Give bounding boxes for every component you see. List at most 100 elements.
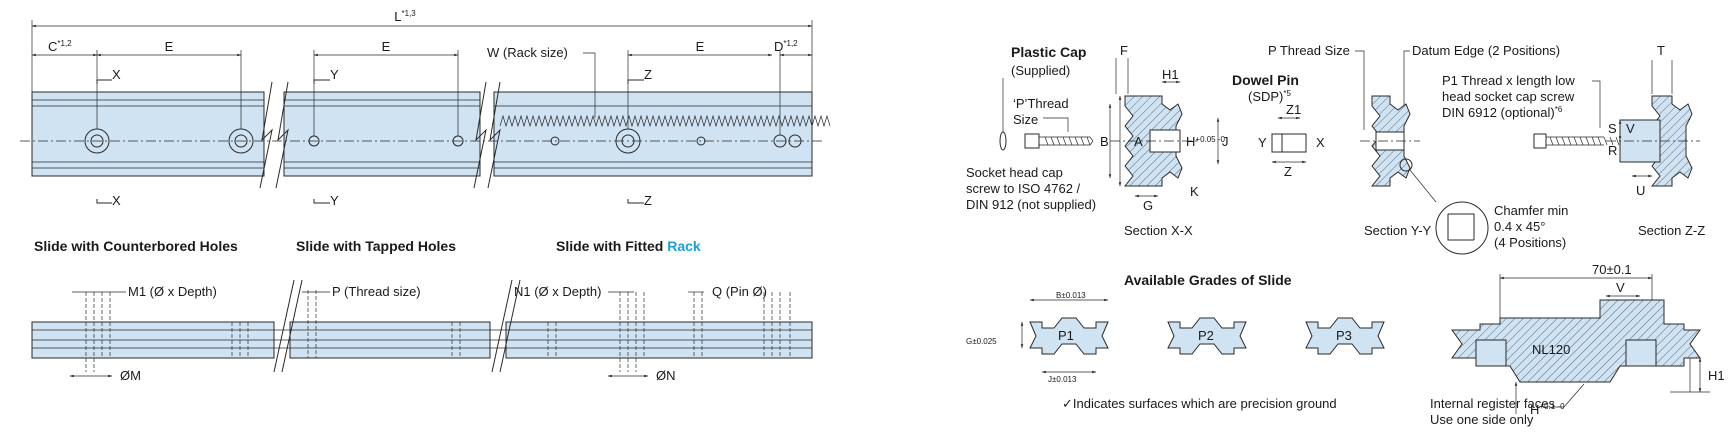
- p-thread-label-2: Size: [1013, 112, 1038, 127]
- detail-note-1: Internal register faces: [1430, 396, 1556, 411]
- caption-tapped: Slide with Tapped Holes: [296, 238, 456, 254]
- hidden-hole: [619, 292, 645, 372]
- plastic-cap-title: Plastic Cap: [1011, 44, 1086, 60]
- dowel-Y: Y: [1258, 135, 1267, 150]
- caption-counterbored: Slide with Counterbored Holes: [34, 238, 238, 254]
- dim-E: E: [696, 39, 705, 54]
- section-yy: P Thread Size Datum Edge (2 Positions) C…: [1268, 43, 1568, 255]
- grades-title: Available Grades of Slide: [1124, 272, 1292, 288]
- dim-R: R: [1608, 143, 1617, 158]
- dim-W: W (Rack size): [487, 45, 568, 60]
- dim-H: H: [1186, 134, 1195, 149]
- dim-K: K: [1190, 184, 1199, 199]
- dim-E: E: [382, 39, 391, 54]
- dim-T: T: [1657, 43, 1665, 58]
- svg-text:(SDP)*5: (SDP)*5: [1248, 89, 1292, 104]
- p1-label-2: head socket cap screw: [1442, 89, 1575, 104]
- section-xx-caption: Section X-X: [1124, 223, 1193, 238]
- grades-note: ✓Indicates surfaces which are precision …: [1062, 396, 1337, 411]
- dim-ON: ØN: [656, 368, 676, 383]
- section-mark-Y: Y: [330, 67, 339, 82]
- dim-U: U: [1636, 183, 1645, 198]
- detail-label: NL120: [1532, 342, 1570, 357]
- dim-J: J: [1222, 134, 1229, 149]
- section-zz: P1 Thread x length low head socket cap s…: [1442, 43, 1705, 238]
- screw-label-1: Socket head cap: [966, 165, 1063, 180]
- rack-teeth: [499, 114, 831, 128]
- dowel-pin: Dowel Pin (SDP)*5 Z1 Y X Z: [1232, 72, 1325, 179]
- svg-text:Slide with Fitted Rack: Slide with Fitted Rack: [556, 238, 701, 254]
- dim-C: C: [48, 39, 57, 54]
- detail-H: H: [1530, 402, 1539, 417]
- grade-G-tol: G±0.025: [966, 337, 997, 346]
- dim-D-sup: *1,2: [783, 39, 798, 48]
- caption-fitted: Slide with Fitted: [556, 238, 667, 254]
- grade-P3: P3: [1336, 328, 1352, 343]
- grade-P3-profile: [1305, 317, 1385, 355]
- pin-hole: [550, 136, 560, 146]
- dim-L: L: [394, 9, 401, 24]
- svg-text:H+0.1 -0: H+0.1 -0: [1530, 402, 1565, 417]
- plastic-cap: [999, 131, 1007, 151]
- section-mark-Z: Z: [644, 67, 652, 82]
- section-mark-X: X: [112, 193, 121, 208]
- svg-text:70±0.1: 70±0.1: [1592, 262, 1632, 277]
- dim-B: B: [1100, 134, 1109, 149]
- svg-text:DIN 6912 (optional)*6: DIN 6912 (optional)*6: [1442, 105, 1563, 120]
- dim-G: G: [1143, 198, 1153, 213]
- p1-label-sup: *6: [1555, 105, 1563, 114]
- dim-C-sup: *1,2: [57, 39, 72, 48]
- screw-label-3: DIN 912 (not supplied): [966, 197, 1096, 212]
- dowel-X: X: [1316, 135, 1325, 150]
- dowel-sdp: (SDP): [1248, 89, 1283, 104]
- dim-OM: ØM: [120, 368, 141, 383]
- datum-edge: Datum Edge (2 Positions): [1412, 43, 1560, 58]
- dim-P: P (Thread size): [332, 284, 421, 299]
- chamfer-label-1: Chamfer min: [1494, 203, 1568, 218]
- section-zz-caption: Section Z-Z: [1638, 223, 1705, 238]
- section-mark-Z: Z: [644, 193, 652, 208]
- dowel-Z: Z: [1284, 164, 1292, 179]
- hidden-hole: [547, 322, 557, 358]
- dim-M1: M1 (Ø x Depth): [128, 284, 217, 299]
- chamfer-label-2: 0.4 x 45°: [1494, 219, 1545, 234]
- section-mark-Y: Y: [330, 193, 339, 208]
- dowel-Z1: Z1: [1286, 102, 1301, 117]
- p1-label-3: DIN 6912 (optional): [1442, 105, 1555, 120]
- caption-rack: Rack: [667, 238, 701, 254]
- svg-text:D*1,2: D*1,2: [774, 39, 798, 54]
- dim-H-tol: +0.05 -0: [1195, 135, 1225, 144]
- p-thread-label: ‘P’Thread: [1013, 96, 1069, 111]
- grade-B-tol: B±0.013: [1056, 291, 1086, 300]
- svg-text:L*1,3: L*1,3: [394, 9, 416, 24]
- dim-A: A: [1134, 134, 1143, 149]
- dim-N1: N1 (Ø x Depth): [514, 284, 601, 299]
- p-thread-size: P Thread Size: [1268, 43, 1350, 58]
- hidden-hole: [85, 292, 111, 372]
- grade-P1-profile: [1029, 317, 1109, 355]
- hidden-hole: [231, 322, 249, 358]
- slide-side-view: M1 (Ø x Depth) P (Thread size) N1 (Ø x D…: [31, 279, 813, 383]
- chamfer-label-3: (4 Positions): [1494, 235, 1566, 250]
- dim-S: S: [1608, 121, 1617, 136]
- detail-70: 70±0.1: [1592, 262, 1632, 277]
- detail-H1: H1: [1708, 368, 1725, 383]
- grade-P1: P1: [1058, 328, 1074, 343]
- cap-screw: [1024, 133, 1040, 149]
- grades: Available Grades of Slide P1 B±0.013 G±0…: [966, 272, 1385, 411]
- hidden-hole: [693, 292, 703, 358]
- dim-H1: H1: [1162, 67, 1179, 82]
- slide-top-view: L*1,3 C*1,2 E E E D*1,2 W (Rack size) X …: [20, 9, 831, 208]
- detail-note-2: Use one side only: [1430, 412, 1534, 427]
- hidden-hole: [763, 292, 791, 358]
- dim-F: F: [1120, 43, 1128, 58]
- hidden-hole: [451, 322, 461, 358]
- hidden-hole: [307, 290, 317, 358]
- plastic-cap-supplied: (Supplied): [1011, 63, 1070, 78]
- dim-V: V: [1626, 121, 1635, 136]
- chamfer-detail: [1435, 201, 1489, 255]
- dim-E: E: [165, 39, 174, 54]
- detail-H-tol: +0.1 -0: [1539, 402, 1565, 411]
- screw-label-2: screw to ISO 4762 /: [966, 181, 1081, 196]
